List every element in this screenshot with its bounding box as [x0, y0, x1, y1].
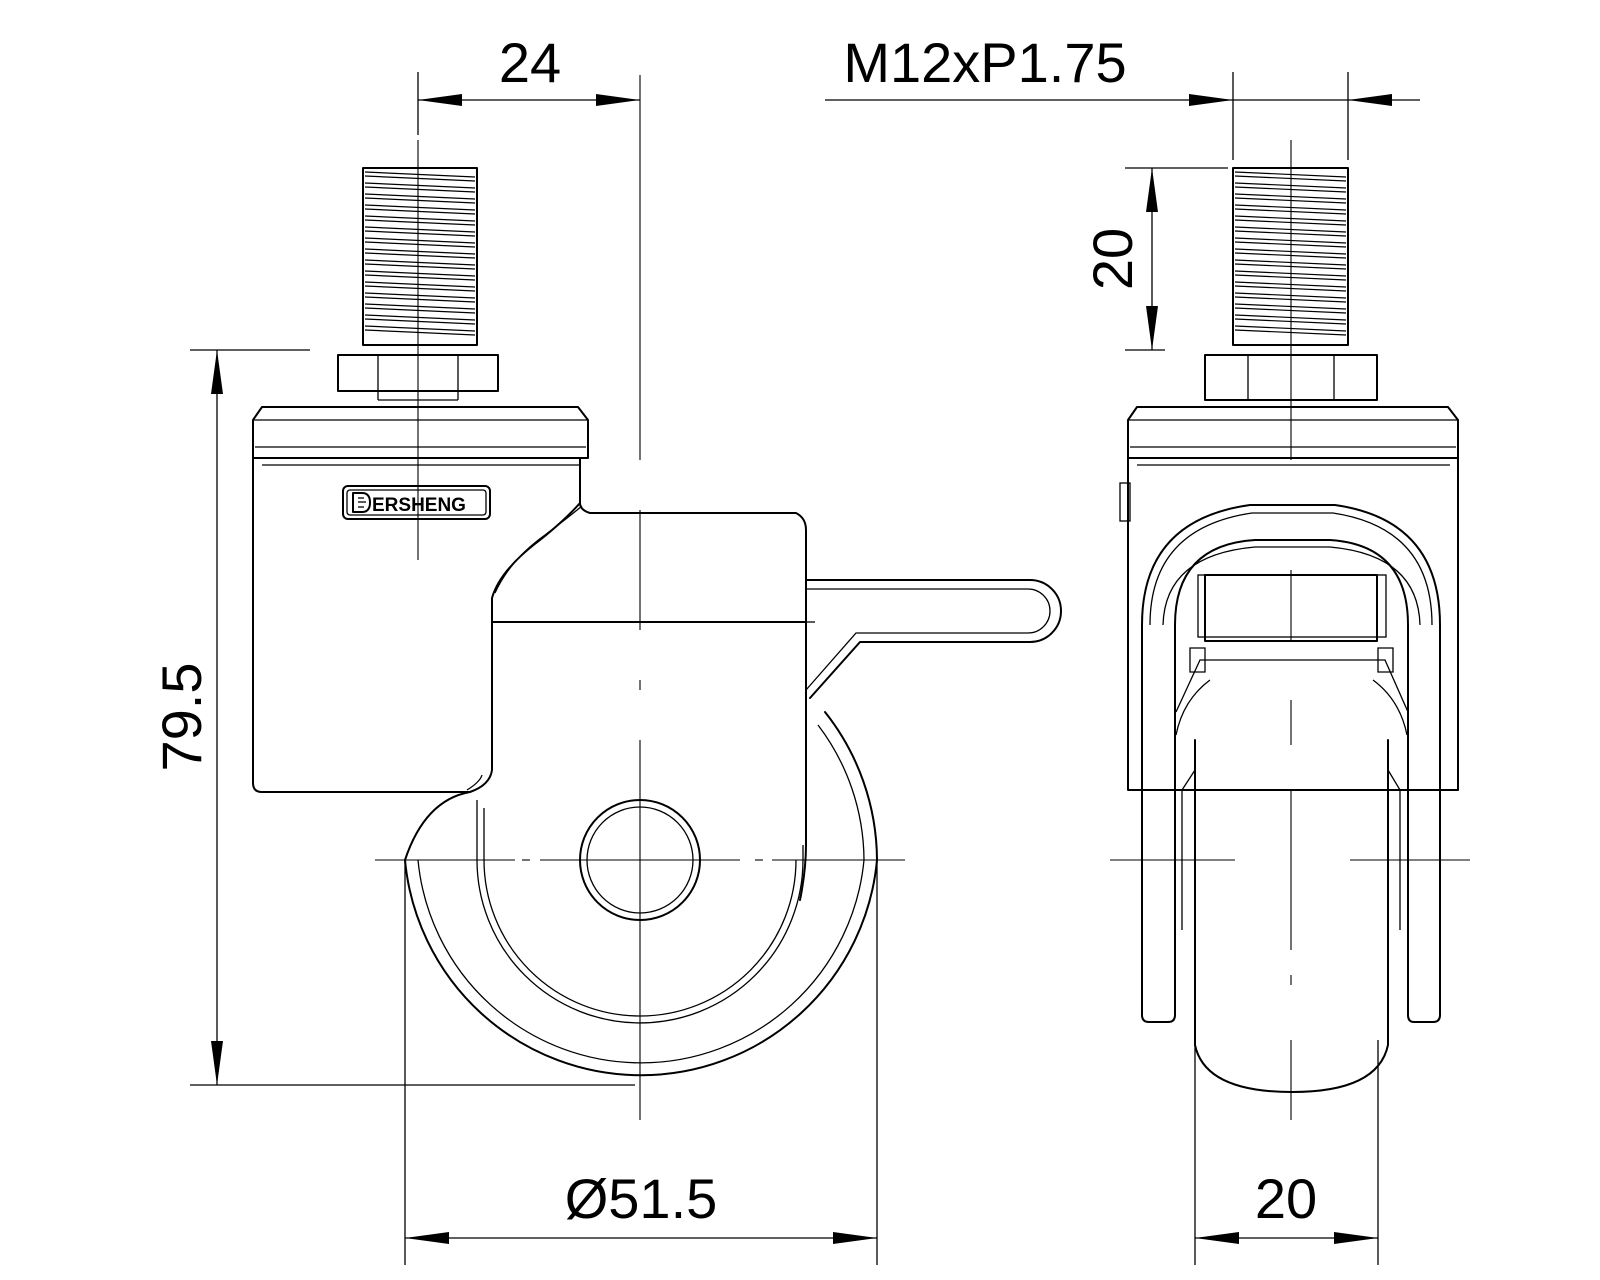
front-thread-line [364, 281, 476, 292]
front-thread-line [364, 292, 476, 303]
side-center-lines [1110, 140, 1470, 1120]
front-thread-line [364, 193, 476, 204]
dimension-offset-label: 24 [499, 31, 561, 94]
dimension-wheel-width: 20 [1194, 1040, 1379, 1265]
dimension-wheel-diameter: Ø51.5 [404, 860, 878, 1265]
brand-logo-text: ERSHENG [372, 495, 466, 516]
front-center-lines [375, 75, 905, 1120]
front-thread-line [364, 215, 476, 226]
side-fork-body [1119, 457, 1459, 1023]
front-threaded-stem [362, 167, 478, 346]
dimension-height: 79.5 [150, 349, 635, 1086]
front-thread-line [364, 237, 476, 248]
front-thread-line [364, 303, 476, 314]
front-brake-lever [805, 579, 1062, 699]
dimension-wheel-width-label: 20 [1255, 1167, 1317, 1230]
front-swivel-body [252, 457, 807, 901]
side-top-plate [1127, 406, 1459, 466]
front-thread-line [364, 325, 476, 336]
dimension-wheel-diameter-label: Ø51.5 [565, 1167, 718, 1230]
front-thread-line [364, 314, 476, 325]
dimension-thread: M12xP1.75 [825, 31, 1420, 160]
dimension-offset: 24 [417, 31, 640, 135]
front-thread-line [364, 204, 476, 215]
front-thread-line [364, 270, 476, 281]
front-brand-logo: ERSHENG [342, 485, 491, 520]
front-thread-line [364, 248, 476, 259]
front-thread-line [364, 182, 476, 193]
dimension-stem-length-label: 20 [1081, 228, 1144, 290]
front-top-plate [252, 406, 589, 466]
front-thread-line [364, 259, 476, 270]
front-view: ERSHENG [252, 75, 1062, 1120]
dimension-stem-length: 20 [1081, 167, 1228, 351]
dimension-height-label: 79.5 [150, 663, 213, 772]
front-thread-line [364, 226, 476, 237]
side-view [1110, 140, 1470, 1120]
front-thread-line [364, 171, 476, 182]
dimension-thread-label: M12xP1.75 [843, 31, 1126, 94]
